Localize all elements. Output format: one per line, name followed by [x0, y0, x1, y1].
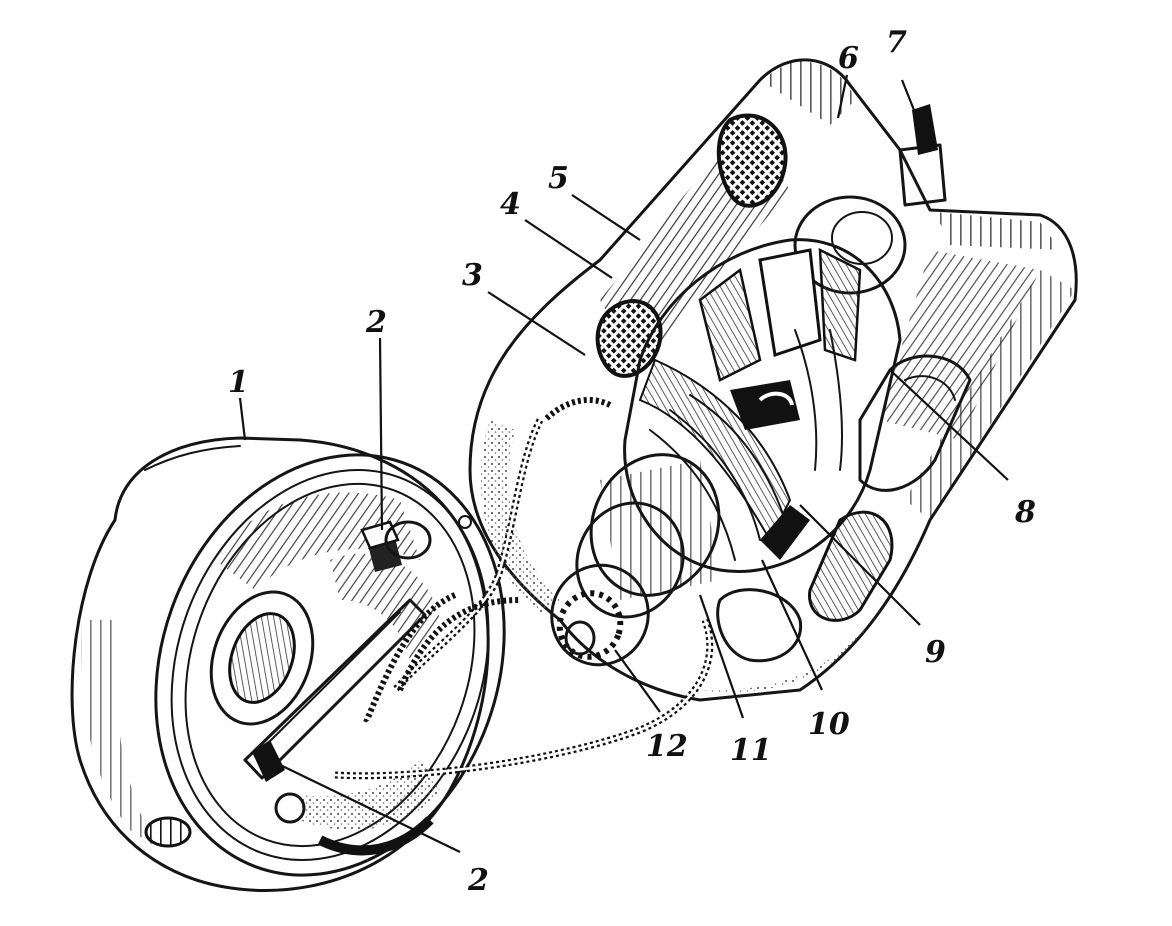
callout-4: 4	[500, 187, 521, 222]
leader-lines	[238, 74, 1009, 853]
leader-3	[487, 291, 586, 356]
leader-7	[900, 79, 918, 116]
rear-bearing	[793, 104, 947, 295]
end-shield	[70, 436, 506, 892]
callout-1: 1	[228, 365, 249, 400]
lead-wires	[334, 397, 714, 780]
callout-12: 12	[646, 729, 688, 764]
bearing-boss	[209, 590, 315, 726]
callout-10: 10	[808, 707, 850, 742]
field-winding-upper	[716, 113, 788, 208]
callout-2-upper: 2	[365, 305, 387, 340]
callout-labels: 1 2 2 3 4 5 6 7 8 9 10 11 12	[228, 25, 1036, 898]
armature	[550, 238, 902, 667]
leader-9	[799, 504, 921, 626]
leader-6	[836, 74, 849, 119]
leader-1	[238, 397, 247, 441]
knurled-screw	[144, 816, 192, 848]
callout-8: 8	[1014, 495, 1036, 530]
field-coil-bottom	[716, 510, 894, 663]
leader-12	[614, 649, 661, 713]
leader-5	[571, 194, 641, 241]
motor-housing	[468, 58, 1078, 702]
front-bearing	[550, 563, 650, 667]
leader-10	[761, 559, 823, 691]
leader-11	[698, 594, 745, 719]
brush-upper	[360, 520, 432, 572]
callout-2-lower: 2	[467, 863, 489, 898]
callout-3: 3	[462, 258, 483, 293]
leader-8	[889, 369, 1009, 481]
field-coil-right	[858, 354, 972, 492]
brush-lower	[252, 740, 306, 824]
callout-5: 5	[548, 161, 569, 196]
callout-11: 11	[730, 733, 772, 768]
callout-7: 7	[886, 25, 907, 60]
callout-6: 6	[838, 41, 859, 76]
commutator	[575, 453, 721, 619]
callout-9: 9	[925, 635, 946, 670]
leader-2a	[378, 337, 384, 531]
field-winding-lower	[595, 299, 663, 378]
leader-4	[524, 219, 613, 279]
leader-2b	[269, 759, 461, 853]
